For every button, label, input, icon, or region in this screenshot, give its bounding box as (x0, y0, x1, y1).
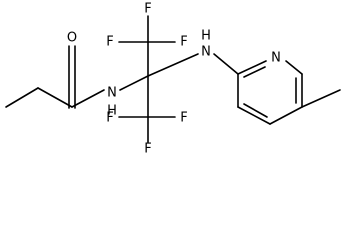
atom-hydrogen-amine: H (201, 29, 211, 44)
atom-fluorine-top-left: F (106, 35, 113, 50)
bond-c1-c2 (5, 87, 39, 108)
bond-ring-c2-n1-inner (243, 66, 266, 78)
atom-hydrogen-amide: H (107, 104, 117, 119)
bond-ccentral-nh (147, 53, 199, 77)
bond-c3-n (71, 89, 105, 108)
atom-label-layer: O N H H N N F F F F F F (67, 2, 281, 157)
atom-nitrogen-amine: N (201, 45, 211, 60)
bond-ring-c4-c3 (237, 106, 271, 125)
atom-fluorine-bottom-right: F (180, 111, 187, 126)
atom-oxygen: O (67, 31, 77, 46)
bond-c5-methyl (301, 89, 341, 108)
atom-fluorine-top-right: F (180, 35, 187, 50)
atom-fluorine-bottom-down: F (144, 142, 151, 157)
bond-ring-c2-n1 (237, 60, 267, 75)
structure-diagram: O N H H N N F F F F F F (5, 2, 341, 157)
bond-n-ccentral (119, 75, 149, 91)
atom-nitrogen-amide: N (107, 86, 117, 101)
bond-ring-c5-c4 (269, 106, 303, 125)
bond-ring-n1-c6 (285, 60, 303, 75)
bond-ring-c4-c3-inner (243, 103, 268, 118)
atom-fluorine-top-up: F (144, 2, 151, 17)
bond-layer (5, 15, 341, 143)
bond-c2-c3 (37, 87, 73, 108)
atom-fluorine-bottom-left: F (106, 111, 113, 126)
atom-nitrogen-pyridine: N (271, 51, 281, 66)
bond-nh-c2 (213, 53, 239, 75)
